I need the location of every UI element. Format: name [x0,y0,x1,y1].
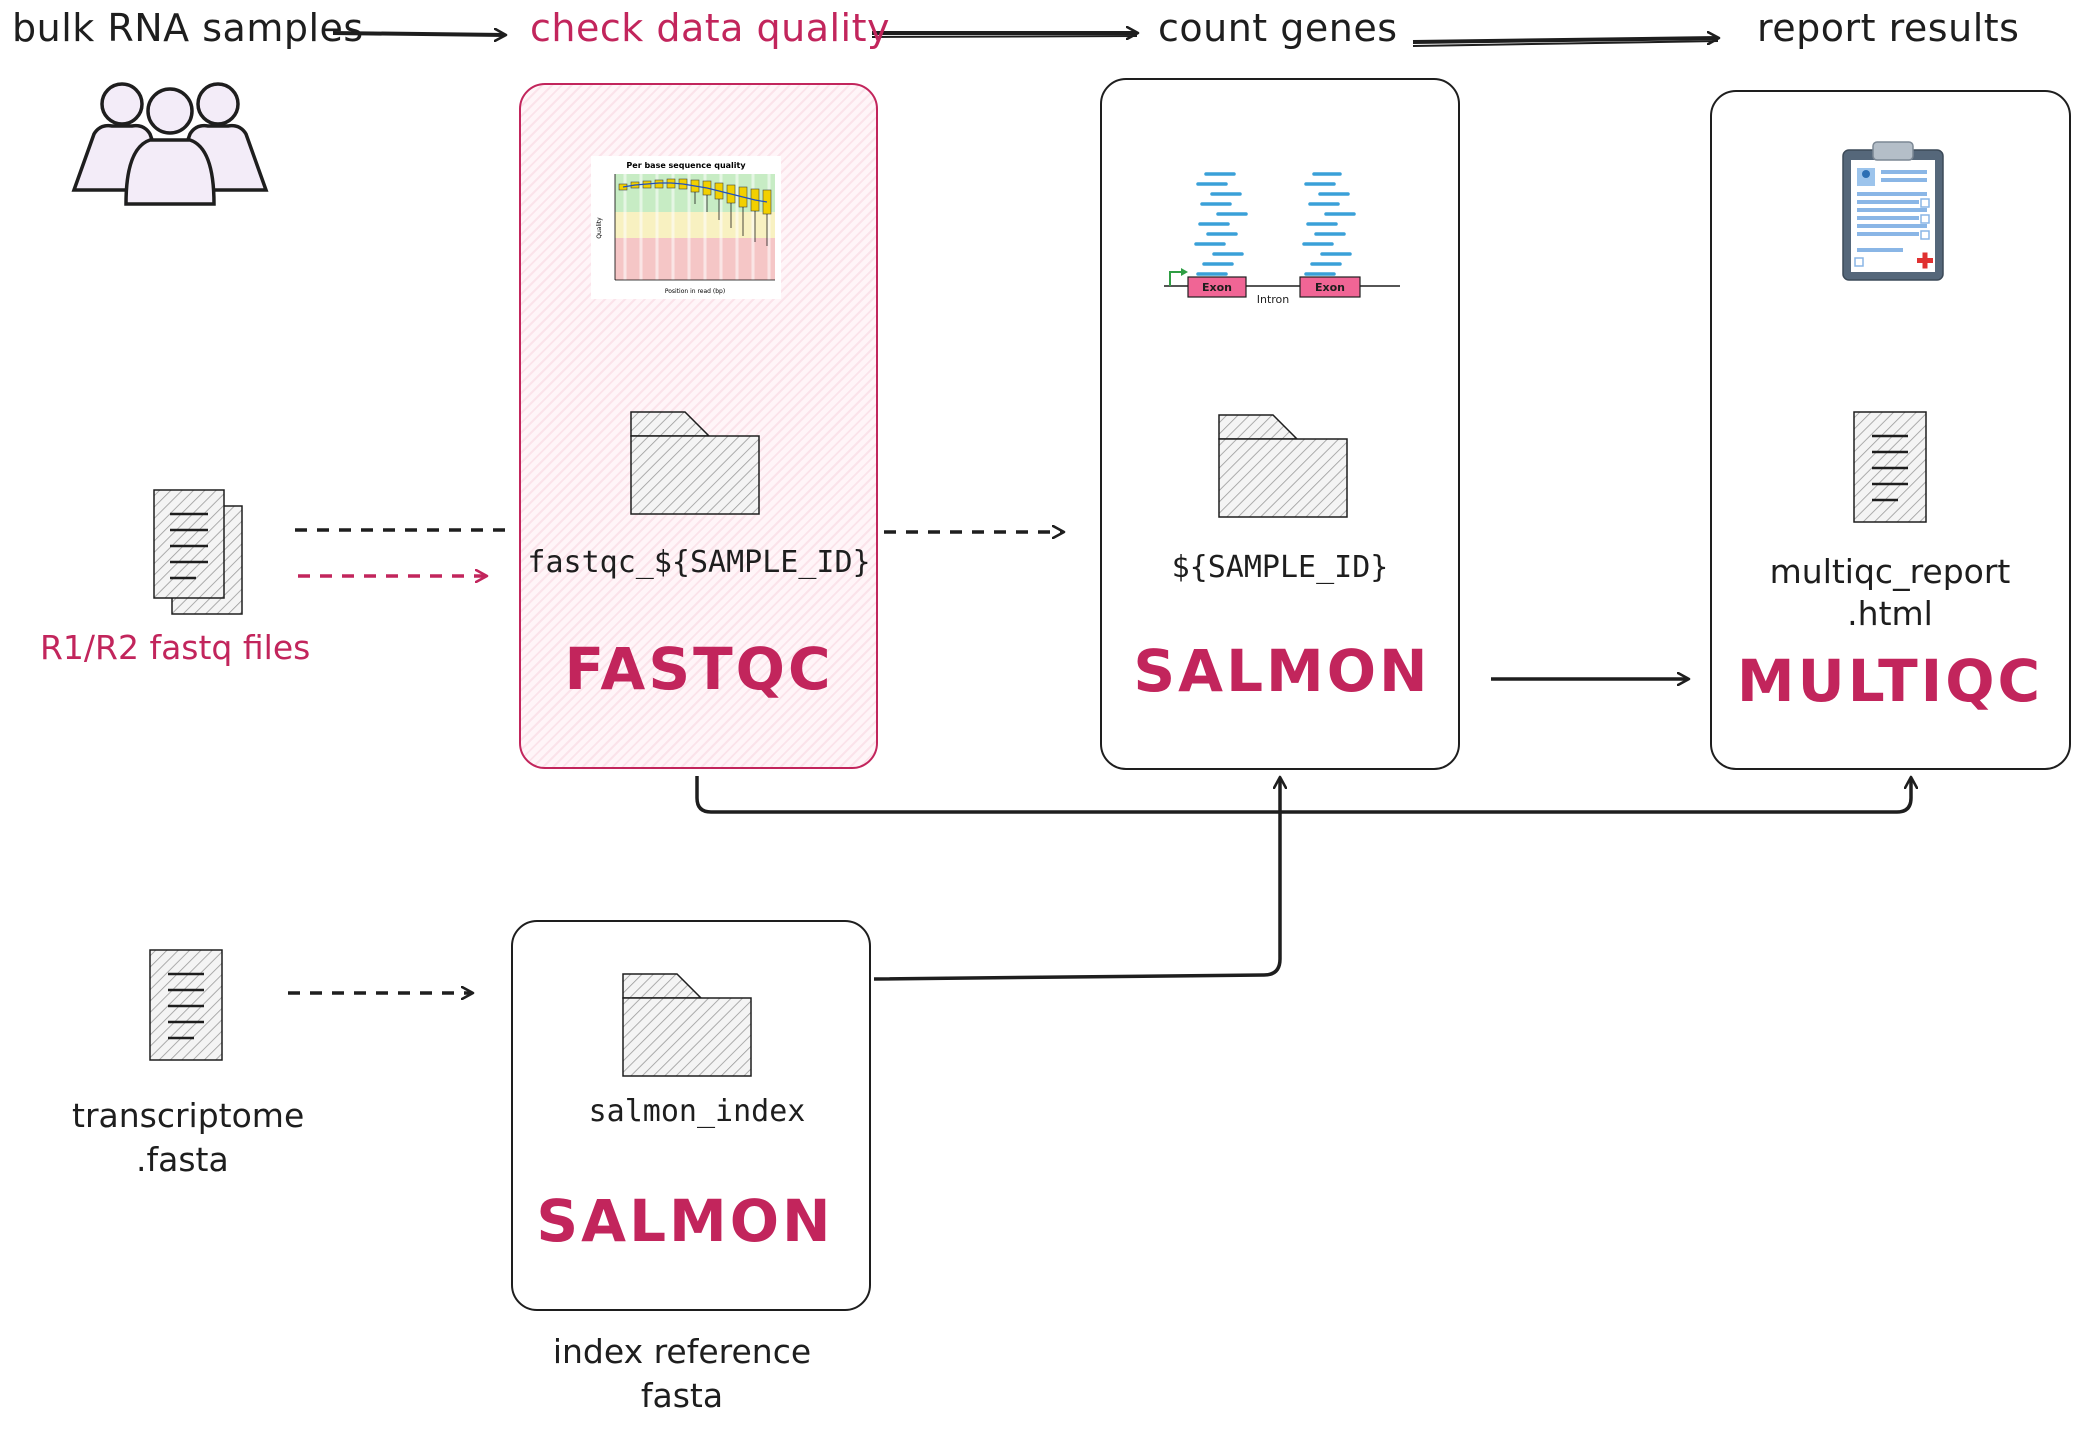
document-icon [153,489,243,615]
salmon-index-caption-1: index reference [552,1332,812,1371]
label-fastq-files: R1/R2 fastq files [40,628,311,667]
salmon-output-folder: ${SAMPLE_ID} [1171,550,1389,585]
connector-fastqc-to-multiqc [695,776,1911,814]
arrow-count-to-report [1412,38,1718,42]
salmon-index-process-box[interactable]: salmon_index SALMON [511,920,871,1311]
people-icon [71,82,269,206]
label-transcriptome: transcriptome [72,1096,305,1135]
arrow-samples-to-qc [332,33,505,35]
multiqc-tool-name: MULTIQC [1736,647,2044,715]
header-check-data-quality: check data quality [530,6,890,50]
gene-reads-icon: Exon Intron Exon [1164,172,1400,303]
multiqc-report-ext: .html [1847,594,1933,633]
multiqc-process-box[interactable]: multiqc_report .html MULTIQC [1710,90,2071,770]
fastqc-process-box[interactable]: Per base sequence quality [519,83,878,769]
folder-icon [630,411,760,515]
salmon-index-folder: salmon_index [588,1094,806,1129]
salmon-quant-tool-name: SALMON [1133,637,1431,705]
intron-label: Intron [1257,293,1290,303]
plot-title: Per base sequence quality [626,161,746,170]
salmon-index-caption-2: fasta [640,1376,724,1415]
salmon-index-tool-name: SALMON [536,1187,834,1255]
folder-icon [622,973,752,1077]
plot-ylabel: Quality [596,217,603,239]
clipboard-report-icon [1842,141,1944,281]
header-report-results: report results [1757,6,2020,50]
connector-index-to-salmon [873,778,1280,981]
fastqc-tool-name: FASTQC [564,635,834,703]
folder-icon [1218,414,1348,518]
header-bulk-rna-samples: bulk RNA samples [12,6,364,50]
document-icon [1853,411,1927,523]
salmon-quant-process-box[interactable]: Exon Intron Exon ${SAMPLE_ID} SALMON [1100,78,1460,770]
header-count-genes: count genes [1158,6,1398,50]
plot-xlabel: Position in read (bp) [665,288,725,295]
document-icon [149,949,223,1061]
multiqc-report-name: multiqc_report [1769,552,2011,591]
fastqc-output-folder: fastqc_${SAMPLE_ID} [527,545,871,580]
quality-plot-icon: Per base sequence quality [591,156,781,299]
exon-2-label: Exon [1315,281,1345,294]
exon-1-label: Exon [1202,281,1232,294]
label-transcriptome-ext: .fasta [136,1140,229,1179]
